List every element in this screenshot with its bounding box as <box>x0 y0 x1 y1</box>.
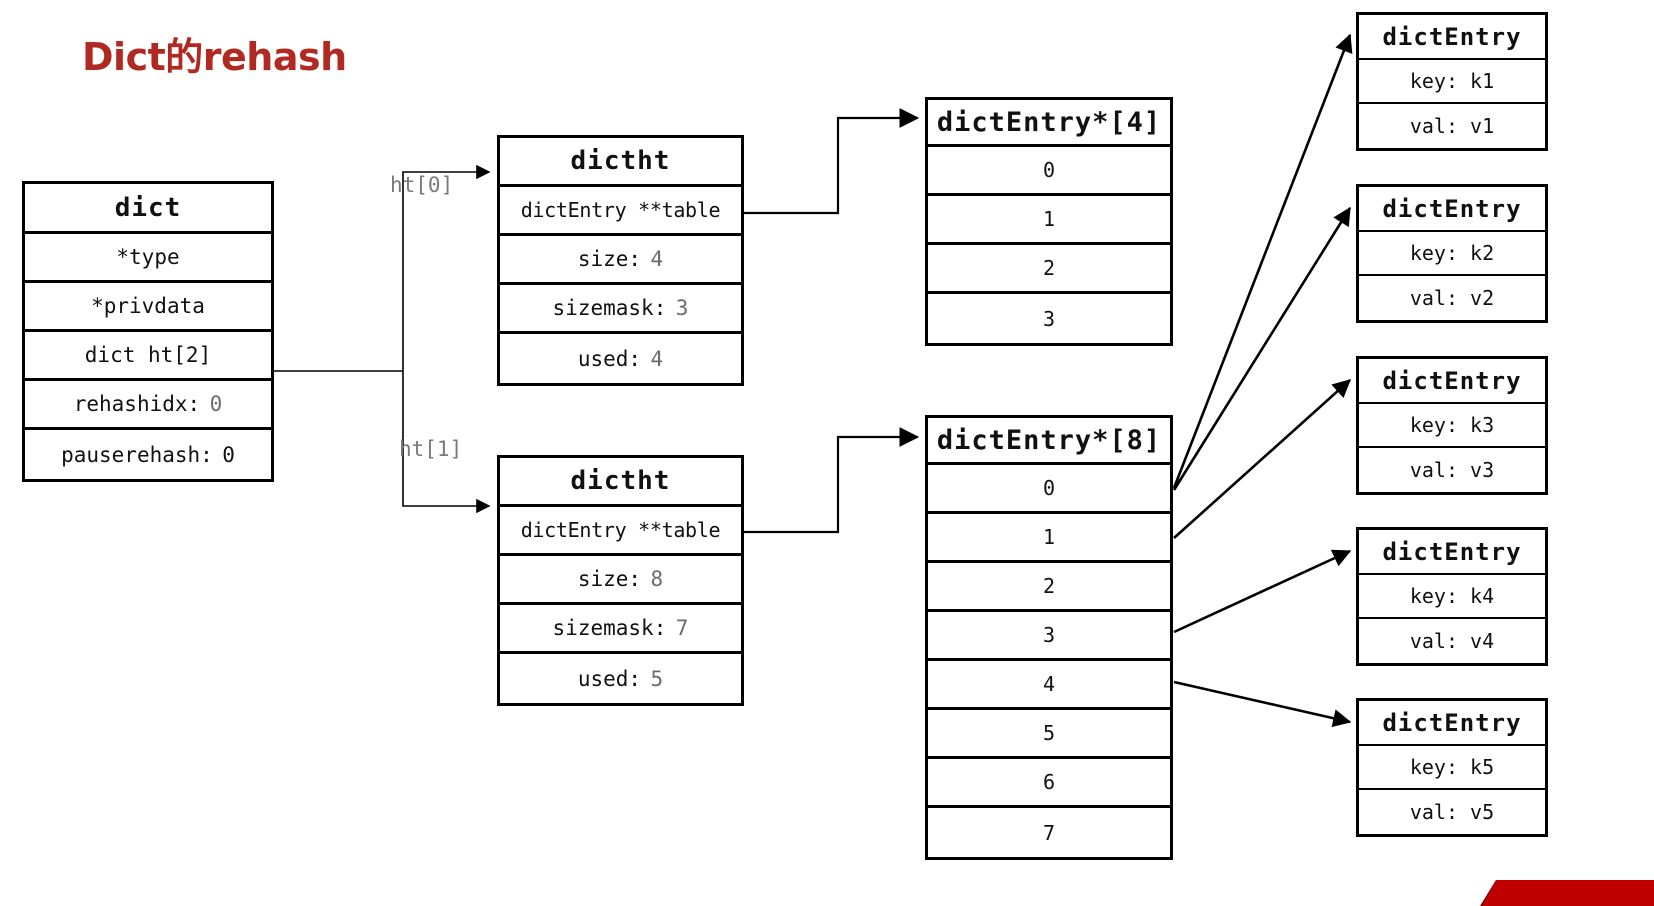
dictht0-field-sizemask: sizemask: 3 <box>500 285 741 334</box>
array8-slot-0: 0 <box>928 465 1170 514</box>
dictht0-field-used-label: used: <box>577 346 642 371</box>
dictht1-table-field: dictEntry **table <box>500 507 741 556</box>
array8-slot-4: 4 <box>928 661 1170 710</box>
array8-slot-1: 1 <box>928 514 1170 563</box>
array4-slot-1: 1 <box>928 196 1170 245</box>
dict-field-ht-label: dict ht[2] <box>84 343 212 367</box>
dictentry-node-k3: dictEntry key: k3 val: v3 <box>1356 356 1548 495</box>
array4-slot-2: 2 <box>928 245 1170 294</box>
dict-field-rehashidx: rehashidx: 0 <box>25 381 271 430</box>
dict-field-ht: dict ht[2] <box>25 332 271 381</box>
dictht1-field-size-value: 8 <box>650 567 664 591</box>
array4-header: dictEntry*[4] <box>928 100 1170 147</box>
dictentry-k1-header: dictEntry <box>1359 15 1545 60</box>
dictentry-node-k1: dictEntry key: k1 val: v1 <box>1356 12 1548 151</box>
dictentry-node-k2: dictEntry key: k2 val: v2 <box>1356 184 1548 323</box>
array8-slot-7: 7 <box>1042 820 1056 845</box>
dictentry-node-k5: dictEntry key: k5 val: v5 <box>1356 698 1548 837</box>
dictht1-field-used-label: used: <box>577 666 642 691</box>
dict-field-privdata: *privdata <box>25 283 271 332</box>
dictentry-k2-val: val: v2 <box>1409 286 1495 310</box>
dictentry-array8-box: dictEntry*[8] 0 1 2 3 4 5 6 7 <box>925 415 1173 860</box>
dictentry-k5-val: val: v5 <box>1409 800 1495 824</box>
dictentry-k4-key: key: k4 <box>1359 575 1545 619</box>
dictht0-header: dictht <box>500 138 741 187</box>
dict-struct-box: dict *type *privdata dict ht[2] rehashid… <box>22 181 274 482</box>
dictentry-k5-header: dictEntry <box>1359 701 1545 746</box>
dictht1-field-used-value: 5 <box>650 666 664 691</box>
dictht0-field-size-label: size: <box>577 247 642 271</box>
dictentry-array4-box: dictEntry*[4] 0 1 2 3 <box>925 97 1173 346</box>
array8-slot-3: 3 <box>928 612 1170 661</box>
dictht1-header: dictht <box>500 458 741 507</box>
dictht1-struct-box: dictht dictEntry **table size: 8 sizemas… <box>497 455 744 706</box>
ht1-connector-label: ht[1] <box>399 437 463 461</box>
dict-field-pauserehash-label: pauserehash: <box>61 442 213 467</box>
dictentry-node-k4: dictEntry key: k4 val: v4 <box>1356 527 1548 666</box>
dictht0-field-size-value: 4 <box>650 247 664 271</box>
ribbon-banner <box>1482 880 1654 906</box>
dict-field-rehashidx-value: 0 <box>209 392 223 416</box>
dictht1-field-sizemask-value: 7 <box>675 616 689 640</box>
dict-field-type: *type <box>25 234 271 283</box>
dict-field-privdata-label: *privdata <box>91 294 205 318</box>
dictentry-k3-val: val: v3 <box>1409 458 1495 482</box>
dictht1-field-size: size: 8 <box>500 556 741 605</box>
dictentry-k4-header: dictEntry <box>1359 530 1545 575</box>
dict-field-rehashidx-label: rehashidx: <box>73 392 201 416</box>
ht0-connector-label: ht[0] <box>390 173 454 197</box>
dictentry-k2-key: key: k2 <box>1359 232 1545 276</box>
array8-header: dictEntry*[8] <box>928 418 1170 465</box>
array4-slot-0: 0 <box>928 147 1170 196</box>
dictht1-field-used: used: 5 <box>500 654 741 703</box>
dictht1-field-size-label: size: <box>577 567 642 591</box>
dict-header: dict <box>25 184 271 234</box>
dictentry-k3-key: key: k3 <box>1359 404 1545 448</box>
dictht0-table-field: dictEntry **table <box>500 187 741 236</box>
dict-field-pauserehash-value: 0 <box>222 442 235 467</box>
dictht1-field-sizemask: sizemask: 7 <box>500 605 741 654</box>
dictentry-k1-key: key: k1 <box>1359 60 1545 104</box>
dictentry-k3-header: dictEntry <box>1359 359 1545 404</box>
dictentry-k2-header: dictEntry <box>1359 187 1545 232</box>
array8-slot-2: 2 <box>928 563 1170 612</box>
array8-slot-6: 6 <box>928 759 1170 808</box>
page-title: Dict的rehash <box>82 35 347 79</box>
dictentry-k4-val: val: v4 <box>1409 629 1495 653</box>
dictht0-field-used-value: 4 <box>650 346 664 371</box>
dictentry-k5-key: key: k5 <box>1359 746 1545 790</box>
array8-slot-5: 5 <box>928 710 1170 759</box>
dictht0-struct-box: dictht dictEntry **table size: 4 sizemas… <box>497 135 744 386</box>
dictht1-field-sizemask-label: sizemask: <box>552 616 667 640</box>
dict-field-type-label: *type <box>116 245 180 269</box>
dictht0-field-size: size: 4 <box>500 236 741 285</box>
dictht0-field-sizemask-label: sizemask: <box>552 296 667 320</box>
dict-field-pauserehash: pauserehash: 0 <box>25 430 271 479</box>
array4-slot-3: 3 <box>1042 306 1056 331</box>
dictentry-k1-val: val: v1 <box>1409 114 1495 138</box>
dictht0-field-used: used: 4 <box>500 334 741 383</box>
dictht0-field-sizemask-value: 3 <box>675 296 689 320</box>
